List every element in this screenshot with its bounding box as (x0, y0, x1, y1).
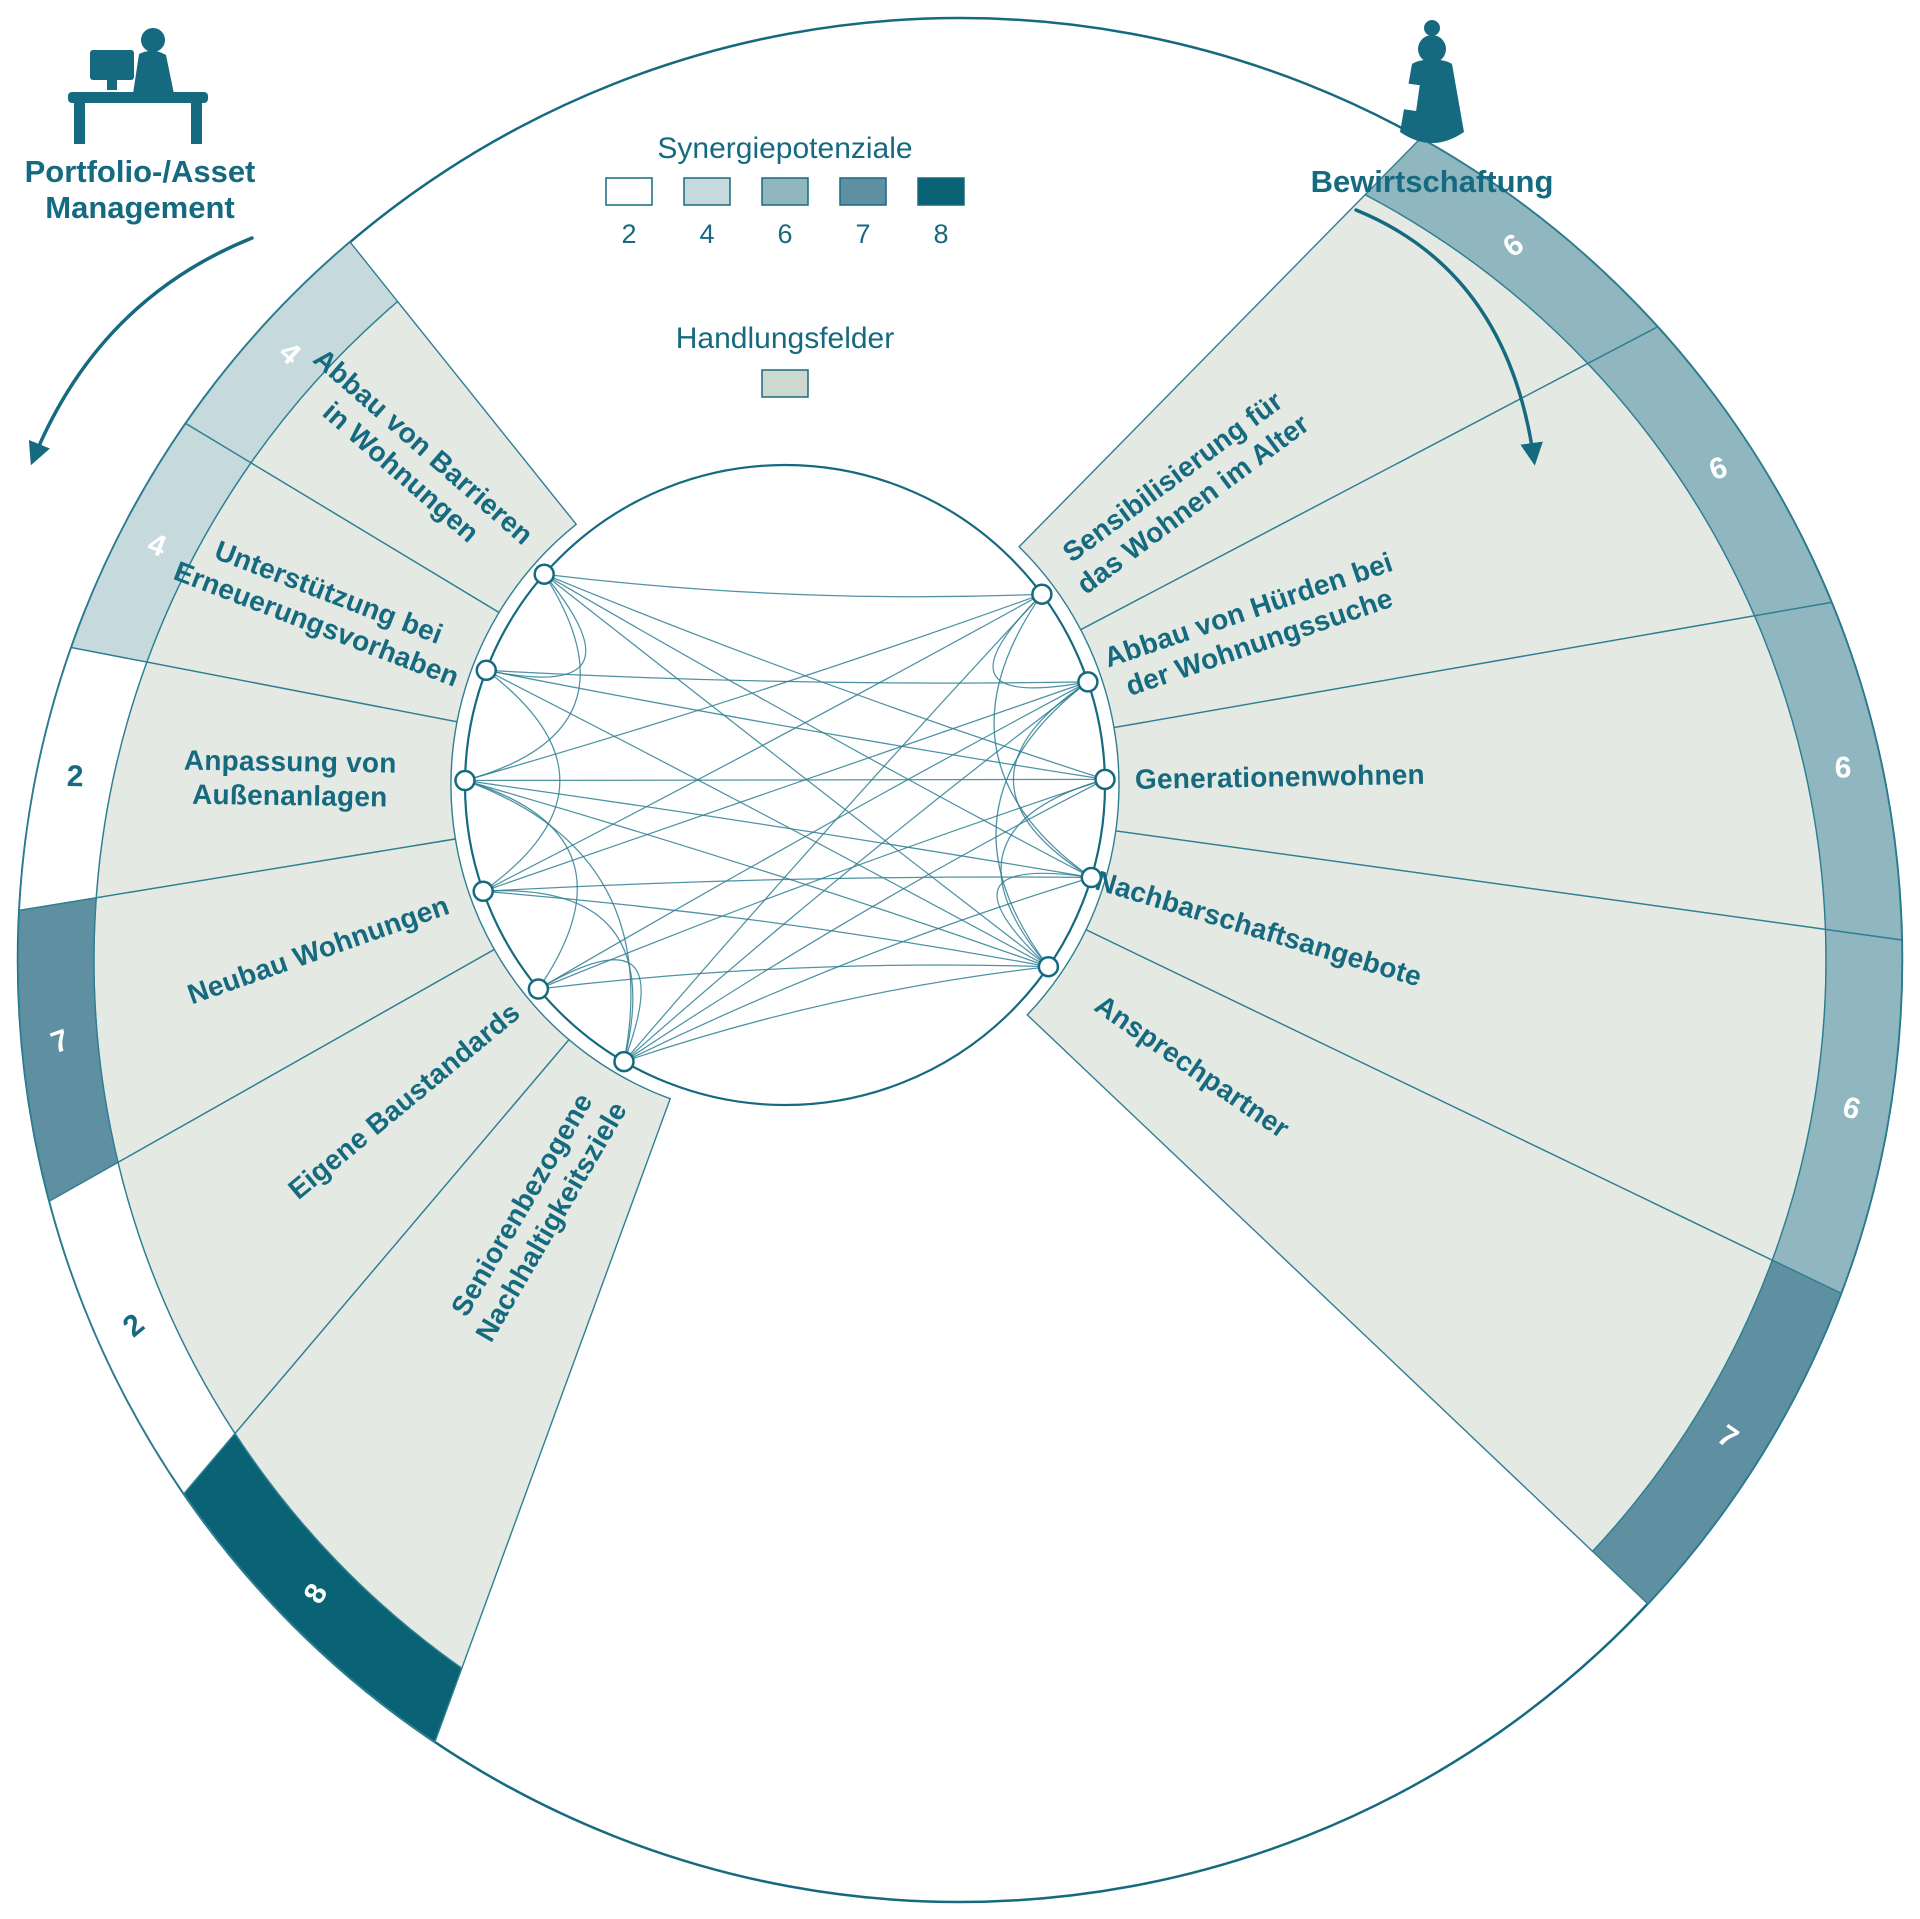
monitor-stand (107, 80, 117, 90)
legend-swatch-2 (605, 177, 653, 206)
legend-value-8: 8 (933, 219, 948, 249)
chord-L3-R1 (464, 593, 1043, 782)
person-torso (133, 50, 174, 94)
chord-L6-R2 (623, 681, 1089, 1063)
synergy-value-L3: 2 (67, 760, 84, 793)
desk-top (68, 92, 208, 103)
legend-swatch-4 (683, 177, 731, 206)
chord-L1-R1 (544, 573, 1042, 598)
legend-fields-title: Handlungsfelder (676, 322, 894, 355)
sector-label-R3: Generationenwohnen (1135, 759, 1425, 795)
chord-L1-L3 (464, 573, 581, 782)
node-L6 (613, 1050, 635, 1073)
legend-value-4: 4 (699, 219, 714, 249)
chord-R1-R4 (993, 593, 1092, 879)
desk-leg-right (191, 100, 202, 144)
legend-fields: Handlungsfelder (676, 322, 894, 398)
chord-L1-R5 (543, 573, 1049, 968)
node-R2 (1077, 671, 1099, 693)
chords-layer (464, 573, 1106, 1063)
node-R3 (1094, 768, 1116, 791)
node-L2 (475, 659, 498, 682)
node-R4 (1080, 866, 1103, 889)
chord-L3-R5 (464, 779, 1049, 968)
chord-R2-R4 (1012, 681, 1092, 879)
synergy-band-R5 (1591, 1259, 1842, 1605)
bewirtschaftung-icon (1400, 20, 1464, 143)
legend-synergy-title: Synergiepotenziale (657, 132, 912, 165)
chord-L3-R4 (464, 779, 1092, 879)
chord-L6-R5 (623, 966, 1049, 1063)
chord-L1-R4 (543, 573, 1092, 879)
synergy-bands-layer (17, 137, 1903, 1744)
chord-L6-R3 (623, 778, 1106, 1063)
synergy-value-R3: 6 (1834, 751, 1851, 784)
chord-L4-R1 (482, 593, 1043, 892)
group-title-portfolio-line1: Portfolio-/Asset (25, 154, 256, 189)
portfolio-asset-management-icon (68, 28, 208, 144)
legend-value-7: 7 (855, 219, 870, 249)
legend-swatch-7 (839, 177, 887, 206)
group-title-bewirtschaftung: Bewirtschaftung (1311, 164, 1554, 199)
chord-R2-R5 (995, 681, 1089, 968)
person-hair-bun (1424, 20, 1440, 36)
legend-fields-swatch (761, 369, 809, 398)
sector-wedges-layer (93, 193, 1827, 1670)
chord-L5-L6 (538, 959, 642, 1062)
legend-value-6: 6 (777, 219, 792, 249)
chord-L5-R5 (538, 964, 1049, 990)
node-L5 (527, 978, 550, 1000)
chord-L1-L2 (486, 573, 587, 678)
chord-L6-R4 (623, 876, 1092, 1063)
node-L3 (454, 769, 476, 792)
chord-L3-R3 (464, 778, 1106, 782)
chord-L2-L4 (482, 669, 561, 892)
legend-synergy: Synergiepotenziale 2 4 6 7 8 (605, 132, 965, 249)
chord-L4-R4 (483, 876, 1092, 892)
desk-leg-left (74, 100, 85, 144)
chord-R1-R2 (992, 593, 1089, 689)
chord-L3-L5 (464, 779, 578, 990)
chord-L2-R5 (486, 669, 1049, 968)
legend-value-2: 2 (621, 219, 636, 249)
chord-L3-L6 (464, 779, 632, 1062)
hub-circle (463, 463, 1107, 1107)
person-body (1400, 59, 1464, 143)
folder-icon (1400, 83, 1420, 111)
chord-R3-R5 (1000, 778, 1106, 968)
group-title-portfolio-line2: Management (45, 190, 234, 225)
nodes-layer (454, 563, 1116, 1073)
person-head (1418, 35, 1446, 63)
sector-label-L3: Anpassung vonAußenanlagen (183, 745, 397, 813)
flow-arrow-right (1354, 208, 1543, 466)
person-head (141, 28, 165, 52)
node-L4 (472, 880, 494, 903)
legend-swatch-6 (761, 177, 809, 206)
node-L1 (533, 563, 555, 585)
chord-L6-R1 (623, 593, 1043, 1063)
chord-L5-R3 (538, 778, 1106, 990)
monitor-icon (90, 50, 134, 80)
legend-swatch-8 (917, 177, 965, 206)
synergy-band-L6 (183, 1432, 463, 1744)
chord-L5-R2 (538, 681, 1089, 990)
chord-R4-R5 (996, 872, 1092, 968)
flow-arrow-left (28, 236, 254, 466)
chord-L4-L6 (483, 890, 634, 1062)
node-R5 (1037, 955, 1060, 978)
node-R1 (1031, 583, 1053, 605)
chord-L4-R2 (482, 681, 1089, 892)
